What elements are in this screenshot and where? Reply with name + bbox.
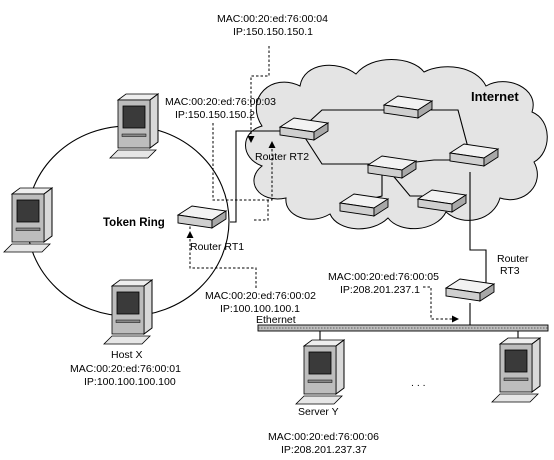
- server-y-label: Server Y: [298, 406, 339, 418]
- ellipsis-label: . . .: [411, 377, 426, 389]
- rt1-lan-mac: MAC:00:20:ed:76:00:02: [205, 290, 316, 302]
- router-rt3-label-line2: RT3: [500, 265, 520, 277]
- router-rt3-label-line1: Router: [497, 253, 529, 265]
- rt3-internet-link: [469, 172, 487, 284]
- router-rt1-label: Router RT1: [190, 241, 244, 253]
- rt3-lan-ip: IP:208.201.237.1: [340, 284, 420, 296]
- host-x-pc: [103, 279, 153, 345]
- rt1-wan-mac: MAC:00:20:ed:76:00:03: [165, 96, 276, 108]
- host-x-ip: IP:100.100.100.100: [84, 376, 176, 388]
- router-rt2-label: Router RT2: [255, 151, 309, 163]
- host-x-mac: MAC:00:20:ed:76:00:01: [70, 363, 181, 375]
- rt2-internet-mac: MAC:00:20:ed:76:00:04: [217, 13, 328, 25]
- rt1-rt2-link: [230, 130, 292, 223]
- internet-label: Internet: [471, 89, 519, 104]
- rt1-lan-ip: IP:100.100.100.1: [220, 303, 300, 315]
- ethernet-label: Ethernet: [256, 314, 296, 326]
- ethernet-bus: [257, 324, 549, 332]
- token-ring-label: Token Ring: [103, 217, 165, 229]
- server-y-ip: IP:208.201.237.37: [281, 444, 367, 456]
- internet-cloud: [245, 59, 548, 230]
- rt1-wan-ip: IP:150.150.150.2: [175, 109, 255, 121]
- rt3-lan-mac: MAC:00:20:ed:76:00:05: [328, 271, 439, 283]
- host-x-label: Host X: [111, 349, 143, 361]
- router-rt1: [177, 205, 227, 229]
- pc-ring-left: [3, 187, 53, 253]
- rt2-internet-ip: IP:150.150.150.1: [233, 26, 313, 38]
- server-y-pc: [295, 339, 345, 405]
- annotation-leaders: [186, 46, 459, 323]
- server-y-mac: MAC:00:20:ed:76:00:06: [268, 431, 379, 443]
- router-rt3: [445, 278, 495, 302]
- host-right-pc: [491, 337, 541, 403]
